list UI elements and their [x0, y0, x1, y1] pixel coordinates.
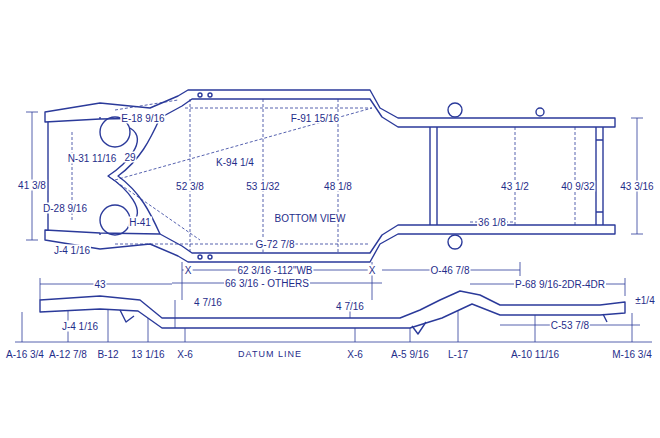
dimension-line [115, 100, 178, 110]
dimension-label: 36 1/8 [477, 217, 507, 228]
dimension-label: A-12 7/8 [48, 349, 88, 360]
dimension-label: L-17 [447, 349, 469, 360]
dimension-label: BOTTOM VIEW [274, 213, 347, 224]
dimension-line [470, 278, 625, 296]
dimension-label: 4 7/16 [335, 301, 365, 312]
dimension-label: E-18 9/16 [120, 113, 165, 124]
dimension-label: X [184, 265, 193, 276]
dimension-label: 41 3/8 [17, 180, 47, 191]
dimension-lines [72, 99, 575, 253]
dimension-label: X-6 [176, 349, 194, 360]
dimension-label: A-5 9/16 [390, 349, 430, 360]
front-crossmember [108, 128, 137, 224]
extension-lines [26, 112, 643, 325]
dimension-label: J-4 1/16 [61, 321, 99, 332]
dimension-label: O-46 7/8 [430, 265, 471, 276]
dimension-label: A-16 3/4 [5, 349, 45, 360]
frame-hole [198, 255, 202, 259]
dimension-line [515, 127, 575, 225]
dimension-label: X-6 [346, 349, 364, 360]
dimension-label: 13 1/16 [130, 349, 165, 360]
dimension-label: J-4 1/16 [53, 245, 91, 256]
side-rail [45, 225, 615, 262]
dimension-line [382, 262, 520, 276]
frame-hole [208, 255, 212, 259]
frame-hole [448, 235, 462, 249]
dimension-label: 62 3/16 -112"WB [236, 265, 313, 276]
dimension-line [22, 310, 632, 342]
dimension-label: A-10 11/16 [510, 349, 560, 360]
dimension-label: 53 1/32 [245, 181, 280, 192]
dimension-line [631, 118, 643, 234]
datum-line [15, 342, 652, 343]
frame-side-view [40, 291, 625, 334]
height-dimensions [15, 300, 652, 342]
dimension-line [26, 112, 38, 240]
dimension-line [115, 108, 372, 180]
dimension-label: C-53 7/8 [550, 320, 590, 331]
side-rail [40, 291, 625, 328]
dimension-line [182, 262, 372, 300]
dimension-label: N-31 11/16 [67, 153, 118, 164]
side-rail [45, 90, 615, 127]
dimension-label: B-12 [96, 349, 119, 360]
spring-hanger [120, 310, 607, 334]
dimension-label: 29 [123, 152, 136, 163]
dimension-label: F-91 15/16 [290, 113, 340, 124]
dimension-label: D-28 9/16 [42, 203, 88, 214]
dimension-label: 43 1/2 [500, 181, 530, 192]
dimension-label: 48 1/8 [323, 181, 353, 192]
front-crossmember [48, 117, 100, 235]
dimension-label: 40 9/32 [560, 181, 595, 192]
dimension-line [115, 244, 370, 245]
dimension-label: ±1/4 [634, 295, 655, 306]
spring-pocket [100, 205, 130, 235]
frame-top-view [45, 90, 615, 262]
frame-hole [536, 108, 544, 116]
dimension-label: 43 [93, 279, 106, 290]
dimension-label: X [368, 265, 377, 276]
dimension-label: 4 7/16 [193, 297, 223, 308]
frame-hole [448, 103, 462, 117]
front-crossmember [118, 118, 160, 234]
dimension-label: P-68 9/16-2DR-4DR [514, 279, 606, 290]
frame-hole [208, 93, 212, 97]
dimension-label: 66 3/16 - OTHERS [224, 278, 310, 289]
frame-hole [198, 93, 202, 97]
dimension-label: DATUM LINE [237, 349, 303, 360]
dimension-label: 52 3/8 [175, 181, 205, 192]
dimension-line [185, 108, 372, 109]
crossmember [430, 127, 437, 225]
dimension-label: G-72 7/8 [255, 239, 296, 250]
dimension-label: M-16 3/4 [611, 349, 652, 360]
dimension-label: 43 3/16 [619, 181, 654, 192]
dimension-label: K-94 1/4 [215, 157, 255, 168]
rear-crossmember [596, 127, 603, 225]
dimension-label: H-41 [128, 217, 152, 228]
